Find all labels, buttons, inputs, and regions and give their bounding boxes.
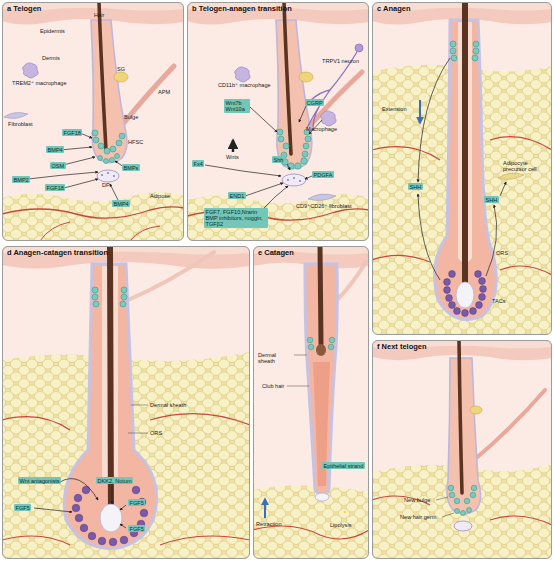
signal-name: SHH [486, 197, 498, 203]
part-label: Wnts [226, 154, 239, 160]
panel-title: f Next telogen [377, 343, 427, 351]
part-label: ORS [150, 430, 162, 436]
part-label: TACs [492, 298, 506, 304]
part-label: Epidermis [40, 28, 65, 34]
signal-name: Wnt antagonists [20, 478, 60, 484]
signal-name: FGF18 [47, 185, 64, 191]
part-label: Lipolysis [330, 522, 351, 528]
part-label: Dermis [42, 55, 60, 61]
signal-box: SHH [484, 196, 499, 203]
part-label: CD11b⁺ macrophage [218, 82, 271, 88]
part-label: TREM2⁺ macrophage [12, 80, 67, 86]
signal-name: OSM [52, 163, 65, 169]
part-label: ORS [496, 250, 508, 256]
panel-title: d Anagen-catagen transition [7, 249, 108, 257]
signal-name: CGRP [307, 100, 323, 106]
panel-title: a Telogen [7, 5, 41, 13]
part-label: TRPV1 neuron [322, 58, 359, 64]
signal-box: FGF18 [62, 129, 82, 136]
signal-name: Epithelial strand [324, 463, 364, 469]
part-label: APM [158, 89, 170, 95]
signal-box: BMP4 [112, 200, 130, 207]
panel-band: e CatagenEpithelial strand [253, 246, 369, 559]
signal-name: Fx4 [194, 161, 203, 167]
part-label: Retraction [256, 521, 282, 527]
part-label: CD9⁺CD26⁺ fibroblast [296, 203, 352, 209]
part-label: DP [102, 182, 110, 188]
signal-name: FGF5 [130, 526, 144, 532]
signal-name: FGF5 [16, 505, 30, 511]
panel-title: c Anagen [377, 5, 410, 13]
part-label: Fibroblast [8, 121, 33, 127]
signal-name: Shh [274, 157, 284, 163]
signal-name: END1 [230, 193, 245, 199]
signal-name: BMPs [124, 165, 139, 171]
signal-box: PDGFA [312, 171, 334, 178]
signal-name: FGF5 [130, 500, 144, 506]
part-label: Extension [382, 106, 407, 112]
part-label: New hair germ [400, 514, 436, 520]
part-label: HFSC [128, 139, 143, 145]
signal-box: Wnt antagonists [18, 477, 61, 484]
signal-box: BMPs [122, 164, 140, 171]
part-label: Dermal sheath [258, 352, 292, 365]
panel-band: d Anagen-catagen transitionWnt antagonis… [2, 246, 250, 559]
signal-box: END1 [228, 192, 246, 199]
panel-band: f Next telogen [372, 340, 552, 559]
signal-box: FGF5 [128, 499, 145, 506]
part-label: Hair [94, 12, 104, 18]
signal-box: Epithelial strand [322, 462, 365, 469]
signal-box: Wnt7b Wnt10a [224, 99, 250, 113]
signal-box: FGF7, FGF10,Nrarin BMP inhibitors, noggi… [204, 208, 268, 228]
part-label: Macrophage [306, 126, 337, 132]
signal-name: PDGFA [314, 172, 333, 178]
signal-box: FGF5 [128, 525, 145, 532]
signal-box: CGRP [305, 99, 324, 106]
signal-name: FGF18 [64, 130, 81, 136]
signal-box: SHH [408, 183, 423, 190]
part-label: Club hair [262, 383, 284, 389]
signal-box: Fx4 [192, 160, 204, 167]
part-label: Bulge [124, 114, 138, 120]
part-label: SG [117, 66, 125, 72]
signal-name: FGF7, FGF10,Nrarin BMP inhibitors, noggi… [206, 209, 267, 228]
signal-box: BMP4 [46, 146, 64, 153]
part-label: Adipose [150, 193, 170, 199]
signal-box: Shh [272, 156, 285, 163]
signal-name: Wnt7b Wnt10a [226, 100, 249, 113]
panel-title: b Telogen-anagen transition [192, 5, 292, 13]
signal-box: BMP2 [12, 176, 30, 183]
signal-name: BMP4 [48, 147, 63, 153]
signal-box: DKK2, Notum [96, 477, 133, 484]
signal-name: SHH [410, 184, 422, 190]
signal-box: FGF18 [45, 184, 65, 191]
signal-box: OSM [50, 162, 66, 169]
signal-name: BMP2 [14, 177, 29, 183]
signal-name: BMP4 [114, 201, 129, 207]
part-label: Dermal sheath [150, 402, 186, 408]
panel-title: e Catagen [258, 249, 294, 257]
signal-name: DKK2, Notum [98, 478, 132, 484]
part-label: New bulge [404, 497, 430, 503]
signal-box: FGF5 [14, 504, 31, 511]
part-label: Adipocyte precursor cell [503, 160, 547, 173]
